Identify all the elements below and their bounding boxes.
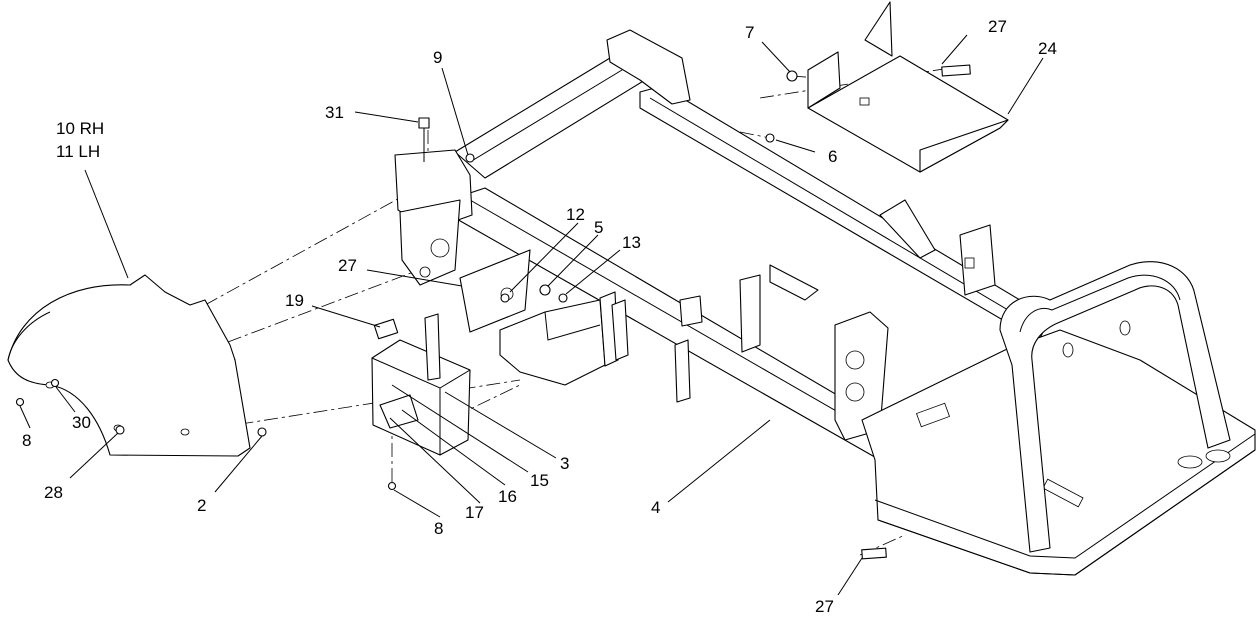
hardware-items — [15, 64, 971, 560]
callout-5: 5 — [594, 218, 603, 237]
leader-lines — [19, 34, 1044, 596]
callout-4: 4 — [651, 498, 660, 517]
callout-31: 31 — [325, 103, 344, 122]
callout-11-lh: 11 LH — [56, 142, 100, 161]
callout-8-left: 8 — [22, 431, 31, 450]
panel-24 — [807, 1, 1009, 173]
callout-labels: 10 RH 11 LH 9 31 7 27 24 6 12 5 13 27 19… — [22, 17, 1057, 616]
callout-16: 16 — [498, 487, 517, 506]
callout-28: 28 — [44, 483, 63, 502]
callout-10-rh: 10 RH — [56, 119, 104, 138]
callout-19: 19 — [285, 291, 304, 310]
callout-17: 17 — [465, 503, 484, 522]
callout-27-top: 27 — [988, 17, 1007, 36]
main-frame — [394, 29, 1256, 576]
callout-13: 13 — [622, 233, 641, 252]
callout-15: 15 — [530, 471, 549, 490]
fender-10-11 — [7, 274, 251, 457]
callout-27-bottom: 27 — [815, 597, 834, 616]
battery — [371, 313, 471, 456]
callout-8-bottom: 8 — [434, 519, 443, 538]
callout-6: 6 — [828, 147, 837, 166]
callout-3: 3 — [560, 454, 569, 473]
callout-2: 2 — [197, 496, 206, 515]
callout-30: 30 — [72, 413, 91, 432]
callout-27-mid: 27 — [338, 256, 357, 275]
callout-7: 7 — [745, 23, 754, 42]
callout-24: 24 — [1038, 39, 1057, 58]
callout-12: 12 — [566, 205, 585, 224]
callout-9: 9 — [433, 48, 442, 67]
